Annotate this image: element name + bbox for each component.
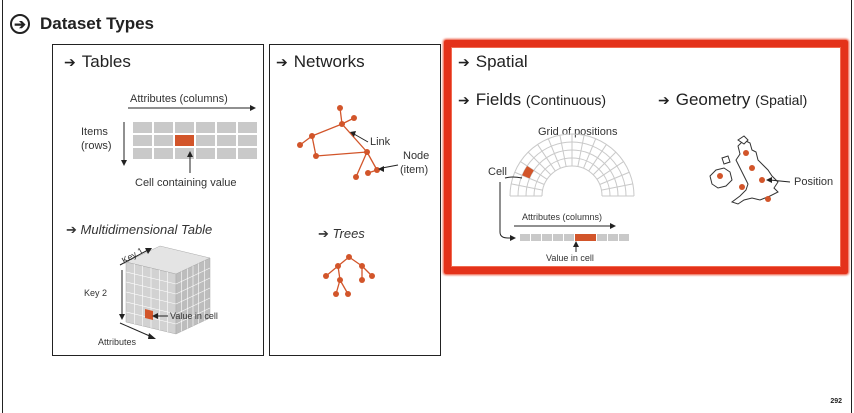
items-label: Items	[81, 126, 108, 138]
highlighted-grid-cell	[522, 166, 534, 179]
table-cell	[133, 122, 152, 133]
network-node	[353, 174, 359, 180]
table-cell	[154, 122, 173, 133]
key2-label: Key 2	[84, 288, 108, 298]
value-in-cell-label: Value in cell	[170, 311, 218, 321]
title-text: Dataset Types	[40, 14, 155, 33]
attribute-cell	[608, 234, 618, 241]
item-label: (item)	[400, 164, 429, 176]
attribute-cell	[520, 234, 530, 241]
table-cell	[175, 122, 194, 133]
page-number: 292	[830, 398, 842, 405]
position-dot	[743, 150, 749, 156]
highlighted-cell	[175, 135, 194, 146]
cell-label: Cell	[488, 166, 507, 178]
table-cell	[217, 148, 236, 159]
arrow-icon: ➔	[458, 92, 470, 108]
polar-grid	[509, 133, 635, 197]
attributes-bar	[520, 234, 629, 241]
table-cell	[196, 148, 215, 159]
attribute-cell	[553, 234, 563, 241]
highlighted-attribute-cell	[575, 234, 596, 241]
table-grid	[133, 122, 257, 159]
network-node	[339, 121, 345, 127]
table-cell	[217, 122, 236, 133]
attributes-columns-label: Attributes (columns)	[522, 212, 603, 222]
arrow-icon: ➔	[658, 92, 670, 108]
networks-panel	[269, 44, 441, 356]
fields-header: ➔Fields (Continuous)	[458, 90, 606, 109]
value-in-cell-label: Value in cell	[546, 253, 594, 263]
uk-map	[709, 135, 779, 205]
tree-node	[337, 277, 343, 283]
table-cell	[238, 135, 257, 146]
network-node	[351, 115, 357, 121]
multidimensional-table-header: ➔ Multidimensional Table	[66, 222, 213, 237]
table-cell	[133, 135, 152, 146]
table-cell	[238, 148, 257, 159]
cell-containing-value-label: Cell containing value	[135, 177, 237, 189]
table-cell	[133, 148, 152, 159]
spatial-header: ➔Spatial	[458, 52, 528, 71]
tree-node	[359, 263, 365, 269]
table-cell	[196, 122, 215, 133]
network-node	[365, 170, 371, 176]
attributes-columns-label: Attributes (columns)	[130, 93, 228, 105]
position-dot	[759, 177, 765, 183]
position-label: Position	[794, 176, 834, 188]
trees-header: ➔ Trees	[318, 226, 365, 241]
arrow-icon: ➔	[64, 54, 76, 70]
tree-node	[369, 273, 375, 279]
geometry-header: ➔Geometry (Spatial)	[658, 90, 808, 109]
tree-node	[323, 273, 329, 279]
tree-node	[335, 263, 341, 269]
attribute-cell	[619, 234, 629, 241]
slide-title: ➔ Dataset Types	[10, 14, 154, 34]
arrow-icon: ➔	[458, 54, 470, 70]
network-node	[313, 153, 319, 159]
network-node	[309, 133, 315, 139]
right-border	[851, 0, 852, 413]
network-node	[297, 142, 303, 148]
rows-label: (rows)	[81, 140, 112, 152]
position-dot	[749, 165, 755, 171]
tree-node	[359, 277, 365, 283]
tree-node	[333, 291, 339, 297]
node-label: Node	[403, 150, 430, 162]
table-cell	[154, 148, 173, 159]
networks-header: ➔Networks	[276, 52, 365, 71]
position-dot	[739, 184, 745, 190]
position-dot	[765, 196, 771, 202]
arrow-icon: ➔	[276, 54, 288, 70]
attribute-cell	[564, 234, 574, 241]
tree-node	[345, 291, 351, 297]
table-cell	[196, 135, 215, 146]
table-cell	[154, 135, 173, 146]
attributes-label: Attributes	[98, 337, 137, 347]
network-node	[364, 149, 370, 155]
attribute-cell	[542, 234, 552, 241]
network-node	[337, 105, 343, 111]
attribute-cell	[531, 234, 541, 241]
attribute-cell	[597, 234, 607, 241]
position-dot	[717, 173, 723, 179]
link-label: Link	[370, 136, 391, 148]
table-cell	[175, 148, 194, 159]
network-node	[374, 167, 380, 173]
table-cell	[238, 122, 257, 133]
spatial-highlight-frame	[444, 40, 848, 274]
table-cell	[217, 135, 236, 146]
tables-header: ➔Tables	[64, 52, 131, 71]
left-border	[2, 0, 3, 413]
circle-arrow-icon: ➔	[10, 14, 30, 34]
tree-node	[346, 254, 352, 260]
